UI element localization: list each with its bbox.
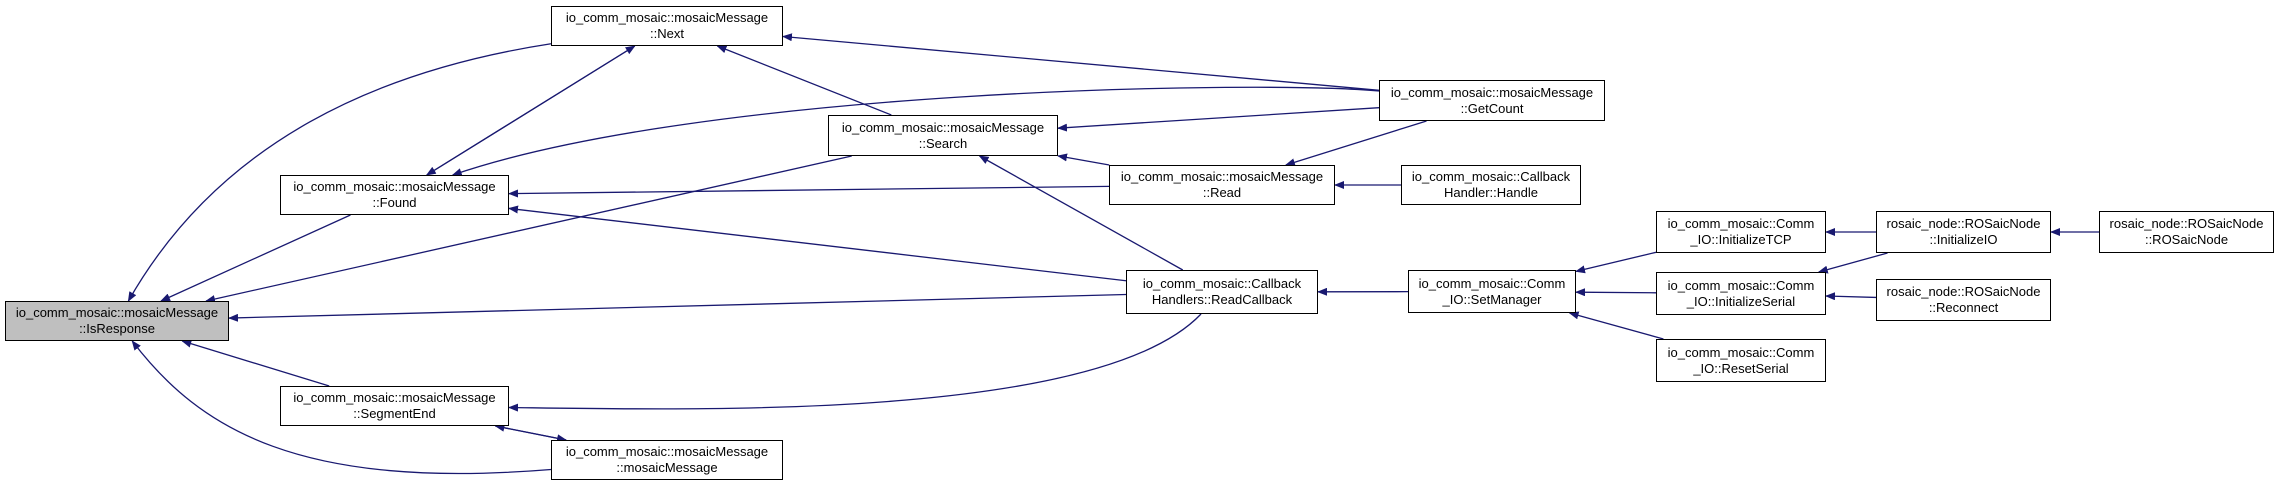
edge-read-to-found — [508, 185, 1110, 198]
node-segmentend-line1: io_comm_mosaic::mosaicMessage — [293, 390, 496, 405]
node-initio-line1: rosaic_node::ROSaicNode — [1886, 216, 2041, 231]
node-readcallback-line1: io_comm_mosaic::Callback — [1142, 276, 1302, 291]
edge-mosaicmessage-to-isresponse — [131, 340, 552, 475]
node-inittcp-line1: io_comm_mosaic::Comm — [1667, 216, 1815, 231]
node-found-line1: io_comm_mosaic::mosaicMessage — [293, 179, 496, 194]
node-getcount-line2: ::GetCount — [1460, 100, 1524, 116]
edge-initserial-to-setmanager — [1575, 288, 1657, 297]
node-initserial-line1: io_comm_mosaic::Comm — [1667, 277, 1815, 293]
node-initio[interactable]: rosaic_node::ROSaicNode ::InitializeIO — [1876, 211, 2051, 253]
edge-getcount-to-read — [1284, 120, 1427, 167]
edge-getcount-to-found — [451, 86, 1380, 176]
node-handle[interactable]: io_comm_mosaic::Callback Handler::Handle — [1401, 165, 1581, 205]
node-found[interactable]: io_comm_mosaic::mosaicMessage ::Found — [280, 175, 509, 215]
edge-readcallback-to-search — [978, 155, 1184, 271]
node-read-line2: ::Read — [1202, 185, 1242, 200]
node-search-line2: ::Search — [918, 135, 968, 151]
node-readcallback-line2: Handlers::ReadCallback — [1151, 292, 1293, 307]
edge-readcallback-to-isresponse — [228, 293, 1127, 322]
node-initserial[interactable]: io_comm_mosaic::Comm _IO::InitializeSeri… — [1656, 272, 1826, 315]
edge-resetserial-to-setmanager — [1568, 311, 1664, 340]
node-reconnect-line1: rosaic_node::ROSaicNode — [1886, 284, 2041, 299]
node-readcallback[interactable]: io_comm_mosaic::Callback Handlers::ReadC… — [1126, 270, 1318, 314]
node-inittcp-line2: _IO::InitializeTCP — [1690, 232, 1792, 247]
edge-initio-to-initserial — [1817, 252, 1888, 274]
node-handle-line2: Handler::Handle — [1444, 185, 1538, 200]
edge-segmentend-to-isresponse — [181, 339, 330, 387]
node-getcount-line1: io_comm_mosaic::mosaicMessage — [1390, 84, 1594, 100]
node-next-line2: ::Next — [650, 26, 684, 41]
node-initserial-line2: _IO::InitializeSerial — [1686, 293, 1796, 309]
node-isresponse-line2: ::IsResponse — [79, 321, 155, 336]
edge-getcount-to-search — [1057, 107, 1380, 132]
node-resetserial-line1: io_comm_mosaic::Comm — [1667, 344, 1815, 360]
node-resetserial-line2: _IO::ResetSerial — [1693, 360, 1789, 376]
node-isresponse: io_comm_mosaic::mosaicMessage ::IsRespon… — [5, 301, 229, 341]
edge-read-to-search — [1057, 153, 1110, 166]
edge-reconnect-to-initserial — [1825, 292, 1877, 301]
node-mosaicmessage-line2: ::mosaicMessage — [616, 460, 718, 475]
node-next[interactable]: io_comm_mosaic::mosaicMessage ::Next — [551, 6, 783, 46]
node-reconnect-line2: ::Reconnect — [1928, 300, 1999, 315]
node-ctor[interactable]: rosaic_node::ROSaicNode ::ROSaicNode — [2099, 211, 2274, 253]
node-found-line2: ::Found — [372, 195, 417, 210]
edge-next-to-found — [425, 45, 636, 176]
node-setmanager-line1: io_comm_mosaic::Comm — [1418, 275, 1566, 291]
node-next-line1: io_comm_mosaic::mosaicMessage — [565, 10, 769, 25]
node-isresponse-line1: io_comm_mosaic::mosaicMessage — [15, 305, 219, 320]
edge-inittcp-to-setmanager — [1575, 251, 1657, 274]
node-mosaicmessage[interactable]: io_comm_mosaic::mosaicMessage ::mosaicMe… — [551, 440, 783, 480]
edge-search-to-next — [716, 45, 892, 116]
edge-search-to-isresponse — [205, 155, 852, 303]
node-mosaicmessage-line1: io_comm_mosaic::mosaicMessage — [565, 444, 769, 459]
node-read[interactable]: io_comm_mosaic::mosaicMessage ::Read — [1109, 165, 1335, 205]
node-ctor-line1: rosaic_node::ROSaicNode — [2109, 216, 2264, 231]
node-search[interactable]: io_comm_mosaic::mosaicMessage ::Search — [828, 115, 1058, 156]
node-getcount[interactable]: io_comm_mosaic::mosaicMessage ::GetCount — [1379, 80, 1605, 121]
node-resetserial[interactable]: io_comm_mosaic::Comm _IO::ResetSerial — [1656, 339, 1826, 382]
node-inittcp[interactable]: io_comm_mosaic::Comm _IO::InitializeTCP — [1656, 211, 1826, 253]
node-read-line1: io_comm_mosaic::mosaicMessage — [1120, 169, 1324, 184]
node-search-line1: io_comm_mosaic::mosaicMessage — [841, 119, 1045, 135]
node-segmentend-line2: ::SegmentEnd — [353, 406, 436, 421]
node-initio-line2: ::InitializeIO — [1929, 232, 1998, 247]
edge-getcount-to-next — [782, 33, 1380, 91]
node-handle-line1: io_comm_mosaic::Callback — [1411, 169, 1571, 184]
edge-found-to-isresponse — [160, 214, 351, 302]
node-setmanager-line2: _IO::SetManager — [1442, 291, 1542, 307]
node-segmentend[interactable]: io_comm_mosaic::mosaicMessage ::SegmentE… — [280, 386, 509, 426]
edge-readcallback-to-segmentend — [508, 313, 1202, 412]
edge-next-to-isresponse — [127, 43, 552, 302]
node-ctor-line2: ::ROSaicNode — [2144, 232, 2229, 247]
edge-segmentend-to-mosaicmessage — [495, 425, 568, 443]
edge-readcallback-to-found — [508, 205, 1127, 282]
node-setmanager[interactable]: io_comm_mosaic::Comm _IO::SetManager — [1408, 270, 1576, 313]
node-reconnect[interactable]: rosaic_node::ROSaicNode ::Reconnect — [1876, 279, 2051, 321]
